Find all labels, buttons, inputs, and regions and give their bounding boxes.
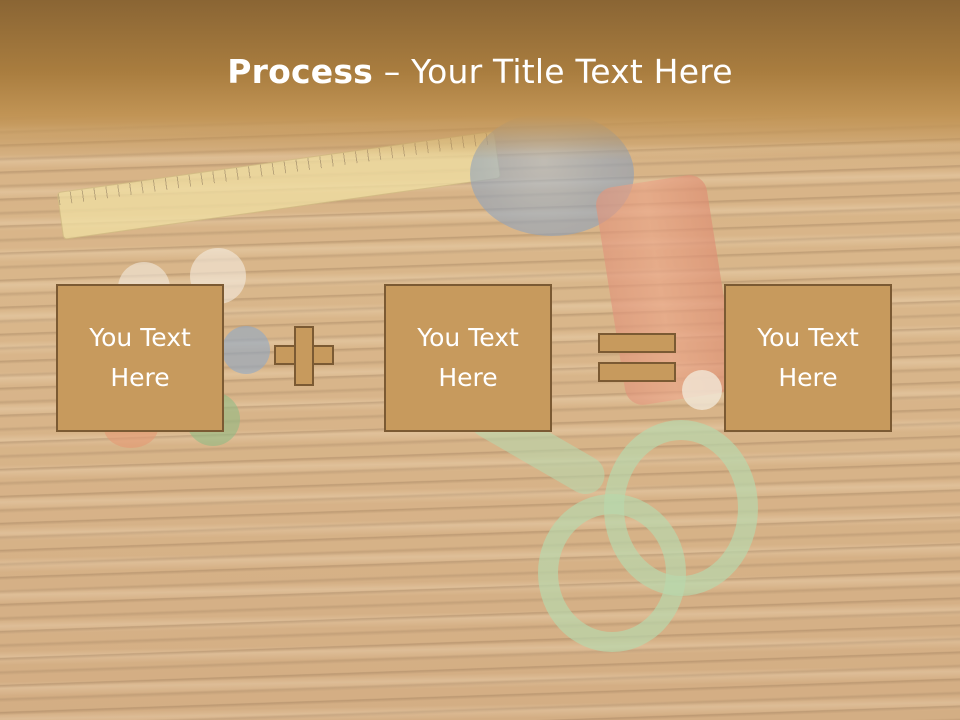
process-box-2-text: You Text Here	[417, 323, 519, 392]
title-rest-part: – Your Title Text Here	[373, 52, 733, 91]
title-bold-part: Process	[227, 52, 374, 91]
process-box-1[interactable]: You Text Here	[56, 284, 224, 432]
spool-cap-image	[682, 370, 722, 410]
sewing-button-image	[222, 326, 270, 374]
process-box-1-text: You Text Here	[89, 323, 191, 392]
equals-icon	[598, 333, 676, 353]
equals-icon-lower	[598, 362, 676, 382]
process-box-3-text: You Text Here	[757, 323, 859, 392]
slide-title[interactable]: Process – Your Title Text Here	[0, 52, 960, 91]
process-box-3[interactable]: You Text Here	[724, 284, 892, 432]
process-box-2[interactable]: You Text Here	[384, 284, 552, 432]
title-band	[0, 0, 960, 160]
